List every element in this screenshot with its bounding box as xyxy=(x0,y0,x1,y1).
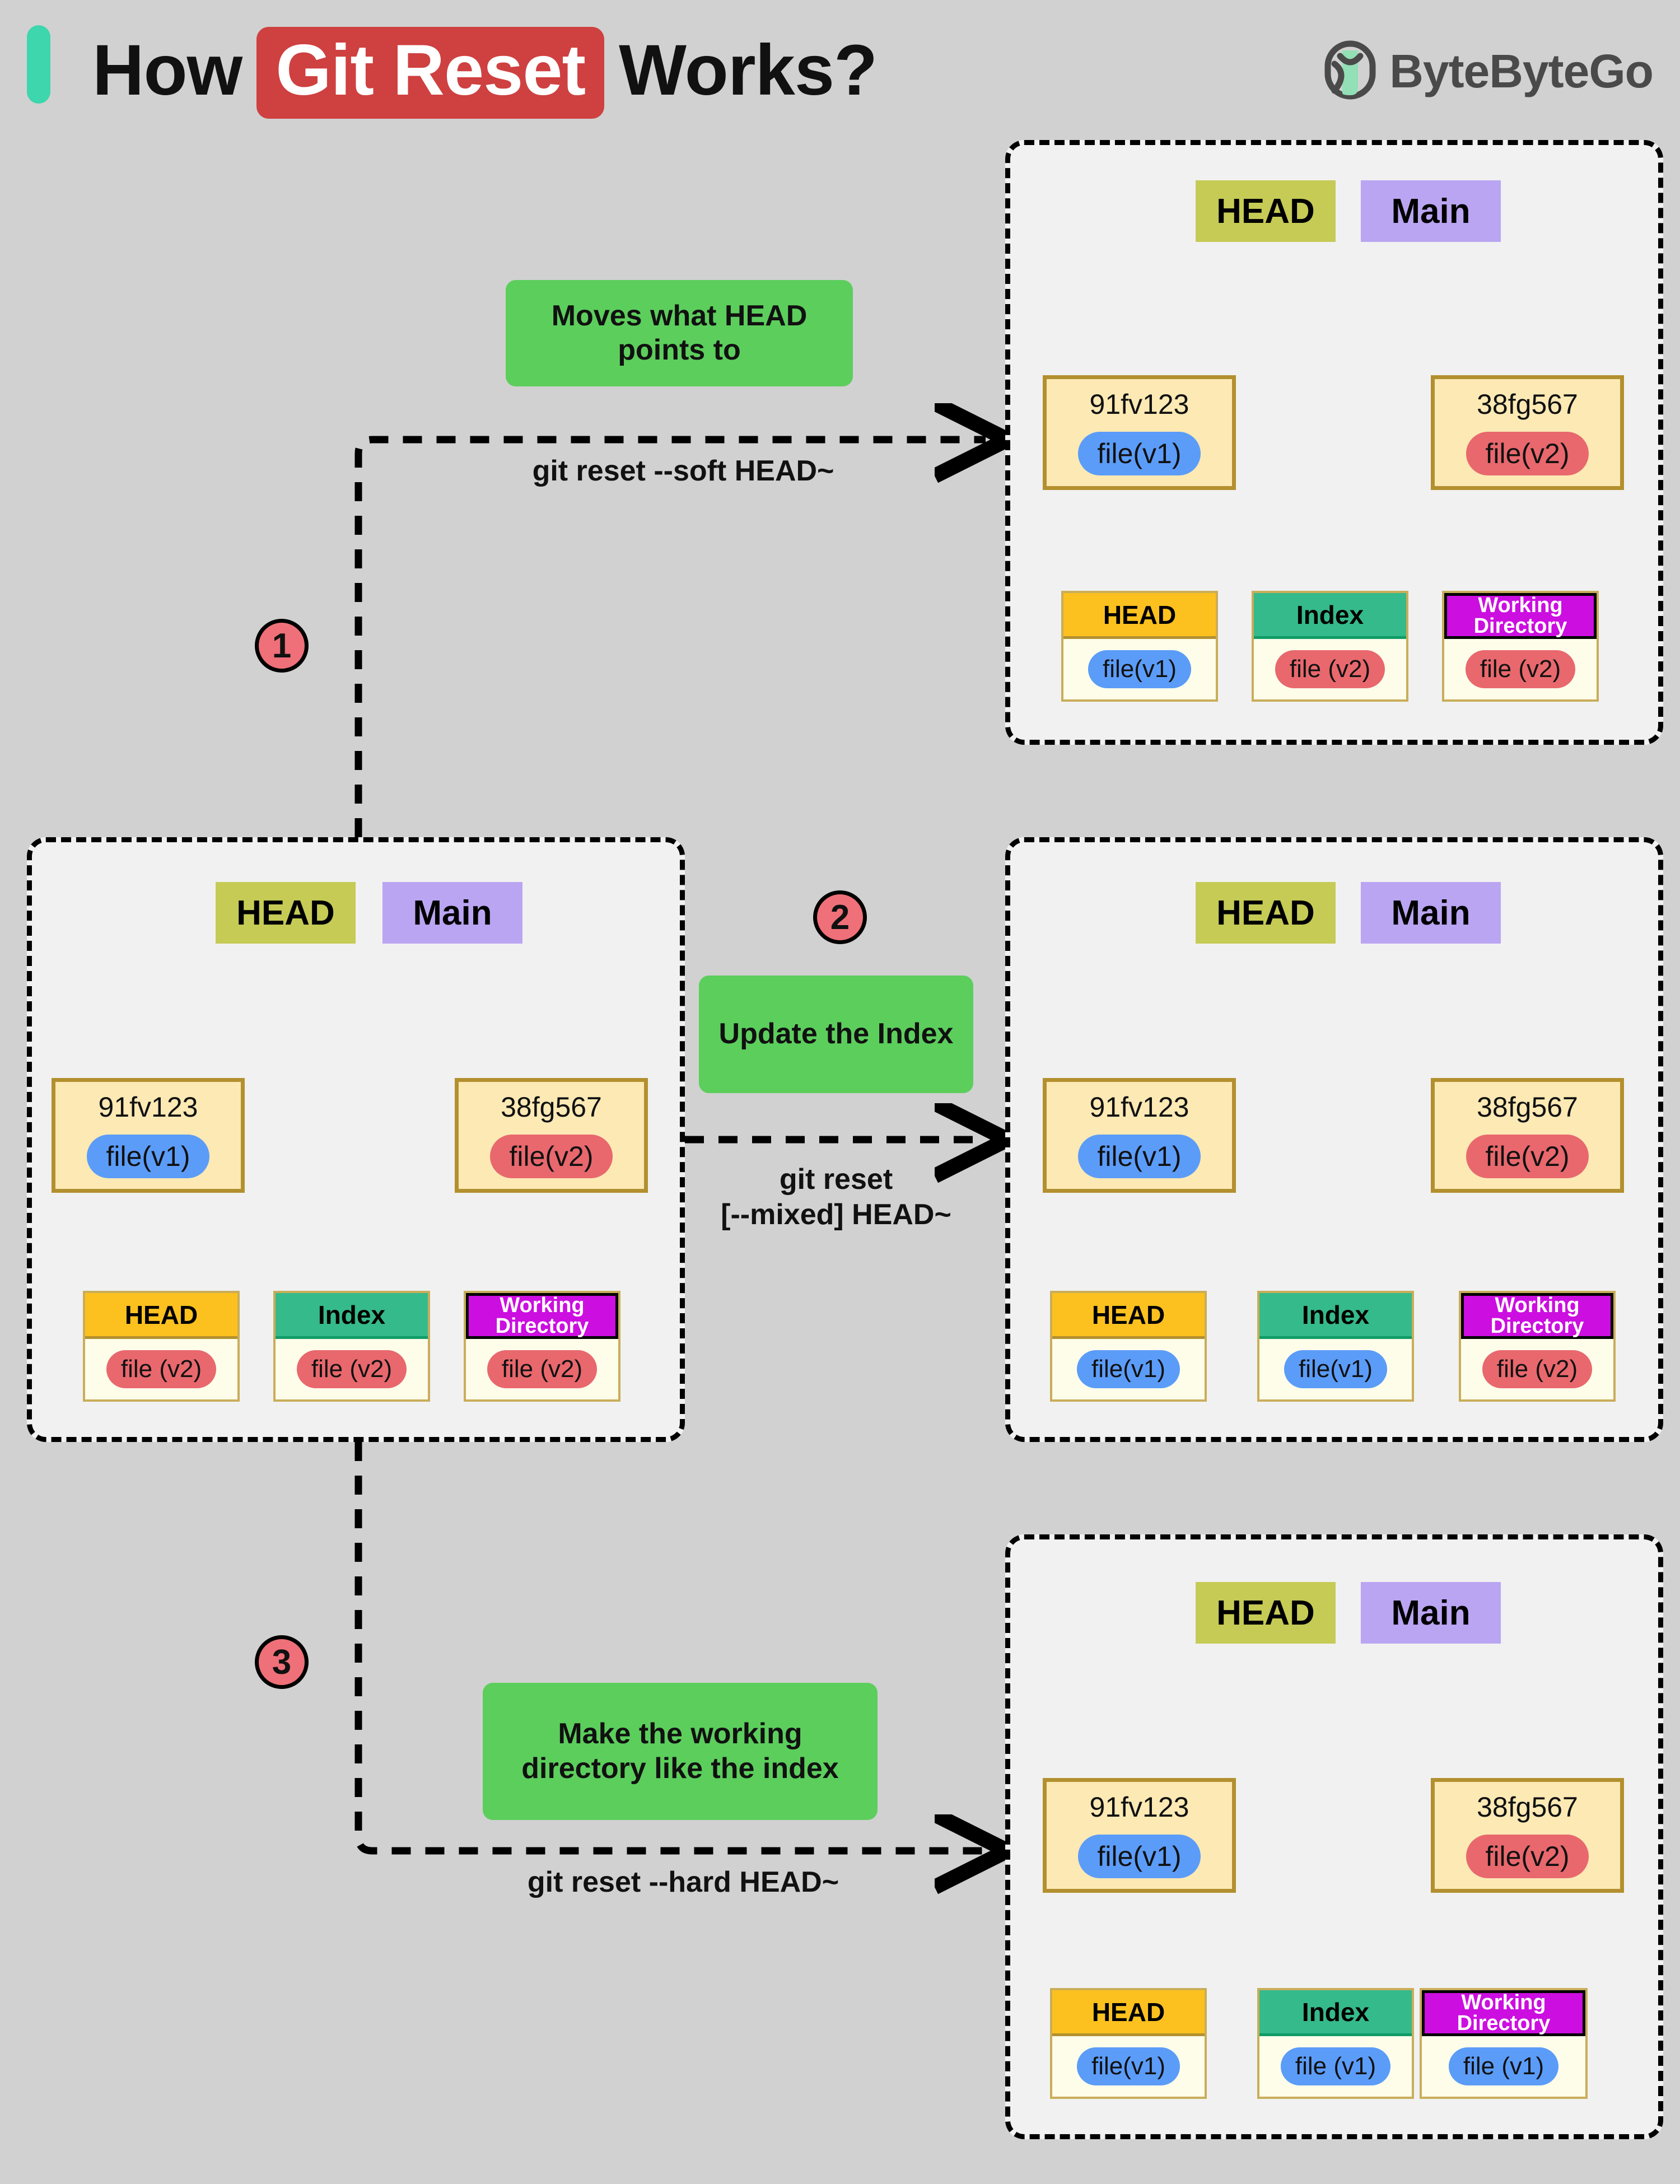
soft-commit-new-sha: 38fg567 xyxy=(1477,389,1578,420)
title-suffix: Works? xyxy=(619,30,878,110)
step-1-number: 1 xyxy=(255,619,309,673)
initial-commit-new-file: file(v2) xyxy=(490,1135,613,1178)
mixed-state-head: HEAD file(v1) xyxy=(1050,1291,1207,1402)
initial-state-head: HEAD file (v2) xyxy=(83,1291,240,1402)
mixed-state-working-directory: Working Directory file (v2) xyxy=(1459,1291,1616,1402)
title-prefix: How xyxy=(92,30,242,110)
soft-commit-new-file: file(v2) xyxy=(1466,432,1589,475)
mixed-commit-old-file: file(v1) xyxy=(1078,1135,1201,1178)
soft-state-working-directory: Working Directory file (v2) xyxy=(1442,591,1599,702)
hard-state-wd-title: Working Directory xyxy=(1422,1990,1585,2036)
initial-commit-old-sha: 91fv123 xyxy=(98,1091,198,1123)
hard-state-index-body: file (v1) xyxy=(1259,2036,1412,2097)
hard-state-index: Index file (v1) xyxy=(1257,1988,1414,2099)
soft-state-head-body: file(v1) xyxy=(1063,639,1216,699)
soft-state-index-file: file (v2) xyxy=(1275,650,1385,688)
mixed-state-wd-file: file (v2) xyxy=(1482,1350,1593,1388)
initial-state-working-directory: Working Directory file (v2) xyxy=(464,1291,620,1402)
initial-state-index-body: file (v2) xyxy=(276,1339,428,1399)
brand-name: ByteByteGo xyxy=(1389,45,1654,97)
mixed-head-ref: HEAD xyxy=(1196,882,1336,944)
hard-commit-new-sha: 38fg567 xyxy=(1477,1791,1578,1823)
step-1-command: git reset --soft HEAD~ xyxy=(532,455,834,487)
hard-state-head-file: file(v1) xyxy=(1076,2047,1180,2085)
brand-logo: ByteByteGo xyxy=(1323,39,1654,104)
initial-state-wd-body: file (v2) xyxy=(466,1339,618,1399)
hard-main-ref: Main xyxy=(1361,1582,1501,1644)
hard-commit-old-file: file(v1) xyxy=(1078,1835,1201,1878)
step-2-command: git reset [--mixed] HEAD~ xyxy=(721,1163,951,1231)
hard-state-index-file: file (v1) xyxy=(1280,2047,1391,2085)
mixed-state-head-file: file(v1) xyxy=(1076,1350,1180,1388)
mixed-state-wd-title: Working Directory xyxy=(1461,1293,1613,1339)
mixed-commit-new-sha: 38fg567 xyxy=(1477,1091,1578,1123)
initial-state-index-file: file (v2) xyxy=(296,1350,407,1388)
step-3-number: 3 xyxy=(255,1635,309,1689)
hard-state-head-title: HEAD xyxy=(1052,1990,1205,2036)
initial-commit-old: 91fv123 file(v1) xyxy=(52,1078,245,1193)
initial-state-head-file: file (v2) xyxy=(106,1350,217,1388)
hard-state-wd-file: file (v1) xyxy=(1448,2047,1559,2085)
step-2-callout: Update the Index xyxy=(699,976,973,1093)
initial-state-index: Index file (v2) xyxy=(273,1291,430,1402)
mixed-state-wd-body: file (v2) xyxy=(1461,1339,1613,1399)
mixed-state-index-body: file(v1) xyxy=(1259,1339,1412,1399)
mixed-state-head-title: HEAD xyxy=(1052,1293,1205,1339)
soft-head-ref: HEAD xyxy=(1196,180,1336,242)
initial-state-wd-file: file (v2) xyxy=(487,1350,598,1388)
soft-commit-old-sha: 91fv123 xyxy=(1089,389,1189,420)
hard-commit-new: 38fg567 file(v2) xyxy=(1431,1778,1624,1893)
mixed-commit-new: 38fg567 file(v2) xyxy=(1431,1078,1624,1193)
step-3-command: git reset --hard HEAD~ xyxy=(527,1866,839,1898)
hard-state-head-body: file(v1) xyxy=(1052,2036,1205,2097)
hard-commit-old: 91fv123 file(v1) xyxy=(1043,1778,1236,1893)
step-2-number: 2 xyxy=(813,890,867,944)
soft-commit-old: 91fv123 file(v1) xyxy=(1043,375,1236,490)
initial-state-head-body: file (v2) xyxy=(85,1339,237,1399)
hard-state-index-title: Index xyxy=(1259,1990,1412,2036)
soft-state-wd-title: Working Directory xyxy=(1444,593,1597,639)
soft-state-wd-file: file (v2) xyxy=(1465,650,1576,688)
title-highlight-chip: Git Reset xyxy=(256,27,605,119)
initial-main-ref: Main xyxy=(382,882,522,944)
initial-head-ref: HEAD xyxy=(216,882,356,944)
soft-main-ref: Main xyxy=(1361,180,1501,242)
mixed-commit-old: 91fv123 file(v1) xyxy=(1043,1078,1236,1193)
accent-bar xyxy=(27,25,50,104)
soft-commit-old-file: file(v1) xyxy=(1078,432,1201,475)
initial-commit-new: 38fg567 file(v2) xyxy=(455,1078,648,1193)
bytebytego-mark-icon xyxy=(1323,39,1377,104)
step-1-callout: Moves what HEAD points to xyxy=(506,280,853,386)
mixed-state-head-body: file(v1) xyxy=(1052,1339,1205,1399)
mixed-main-ref: Main xyxy=(1361,882,1501,944)
mixed-commit-old-sha: 91fv123 xyxy=(1089,1091,1189,1123)
hard-head-ref: HEAD xyxy=(1196,1582,1336,1644)
initial-state-head-title: HEAD xyxy=(85,1293,237,1339)
page-title: How Git Reset Works? xyxy=(92,27,878,119)
soft-state-index: Index file (v2) xyxy=(1252,591,1408,702)
initial-state-wd-title: Working Directory xyxy=(466,1293,618,1339)
step-3-callout: Make the working directory like the inde… xyxy=(483,1683,878,1820)
soft-state-index-title: Index xyxy=(1254,593,1406,639)
mixed-state-index-file: file(v1) xyxy=(1284,1350,1388,1388)
soft-state-wd-body: file (v2) xyxy=(1444,639,1597,699)
soft-state-head: HEAD file(v1) xyxy=(1061,591,1218,702)
soft-commit-new: 38fg567 file(v2) xyxy=(1431,375,1624,490)
initial-commit-old-file: file(v1) xyxy=(87,1135,209,1178)
hard-state-wd-body: file (v1) xyxy=(1422,2036,1585,2097)
mixed-commit-new-file: file(v2) xyxy=(1466,1135,1589,1178)
soft-state-head-title: HEAD xyxy=(1063,593,1216,639)
soft-state-head-file: file(v1) xyxy=(1088,650,1192,688)
soft-state-index-body: file (v2) xyxy=(1254,639,1406,699)
initial-state-index-title: Index xyxy=(276,1293,428,1339)
mixed-state-index-title: Index xyxy=(1259,1293,1412,1339)
hard-commit-old-sha: 91fv123 xyxy=(1089,1791,1189,1823)
hard-state-working-directory: Working Directory file (v1) xyxy=(1420,1988,1588,2099)
hard-state-head: HEAD file(v1) xyxy=(1050,1988,1207,2099)
initial-commit-new-sha: 38fg567 xyxy=(501,1091,602,1123)
hard-commit-new-file: file(v2) xyxy=(1466,1835,1589,1878)
mixed-state-index: Index file(v1) xyxy=(1257,1291,1414,1402)
